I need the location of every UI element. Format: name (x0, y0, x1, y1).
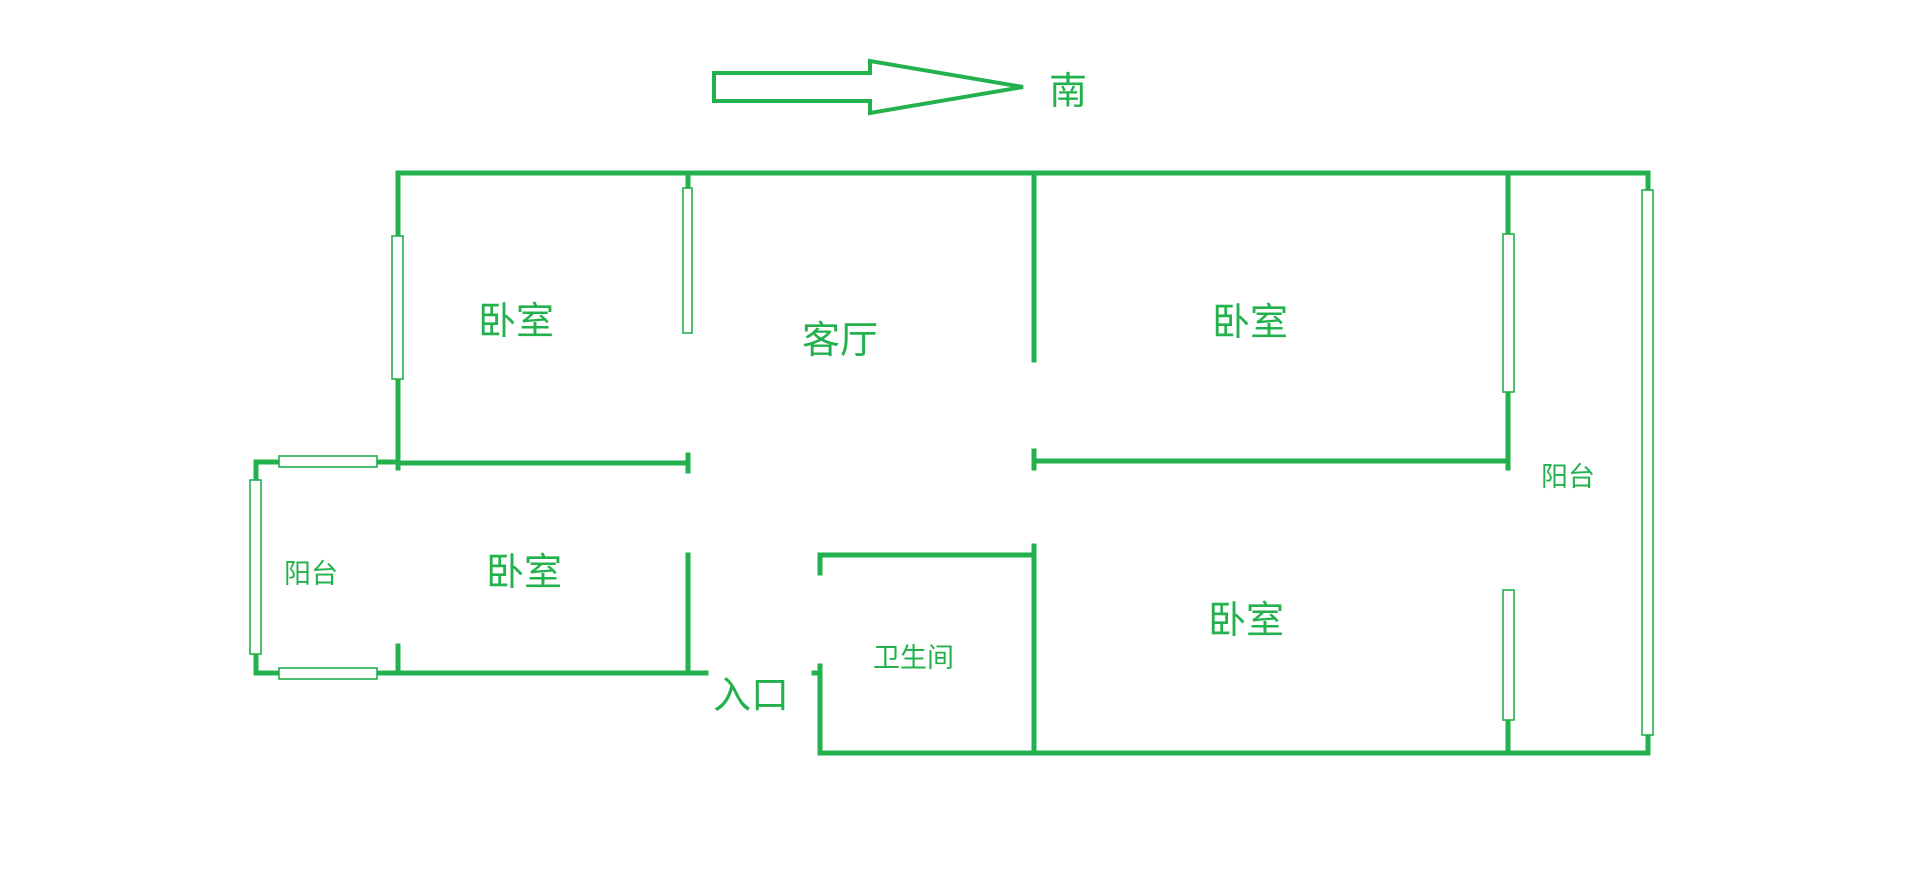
windows (249, 187, 1654, 736)
room-label-bedroom-bottom-left: 卧室 (486, 550, 562, 594)
window-living-left (682, 187, 693, 334)
entrance-label: 入口 (713, 673, 789, 717)
room-label-bedroom-bottom-right: 卧室 (1208, 598, 1284, 642)
direction-arrow-icon (712, 58, 1024, 116)
window-balcony-left-top (278, 455, 378, 468)
room-label-balcony-left: 阳台 (284, 559, 338, 590)
window-balcony-left-bottom (278, 667, 378, 680)
window-bedroom-tl (391, 235, 404, 380)
room-label-living-room: 客厅 (802, 318, 878, 362)
room-label-bathroom: 卫生间 (873, 643, 954, 674)
window-bedroom-tr (1502, 233, 1515, 393)
window-balcony-right-outer (1641, 189, 1654, 736)
window-balcony-left-side (249, 479, 262, 655)
room-label-balcony-right: 阳台 (1541, 462, 1595, 493)
window-bedroom-br (1502, 589, 1515, 721)
room-label-bedroom-top-right: 卧室 (1212, 300, 1288, 344)
room-label-bedroom-top-left: 卧室 (478, 299, 554, 343)
direction-label: 南 (1049, 69, 1087, 113)
